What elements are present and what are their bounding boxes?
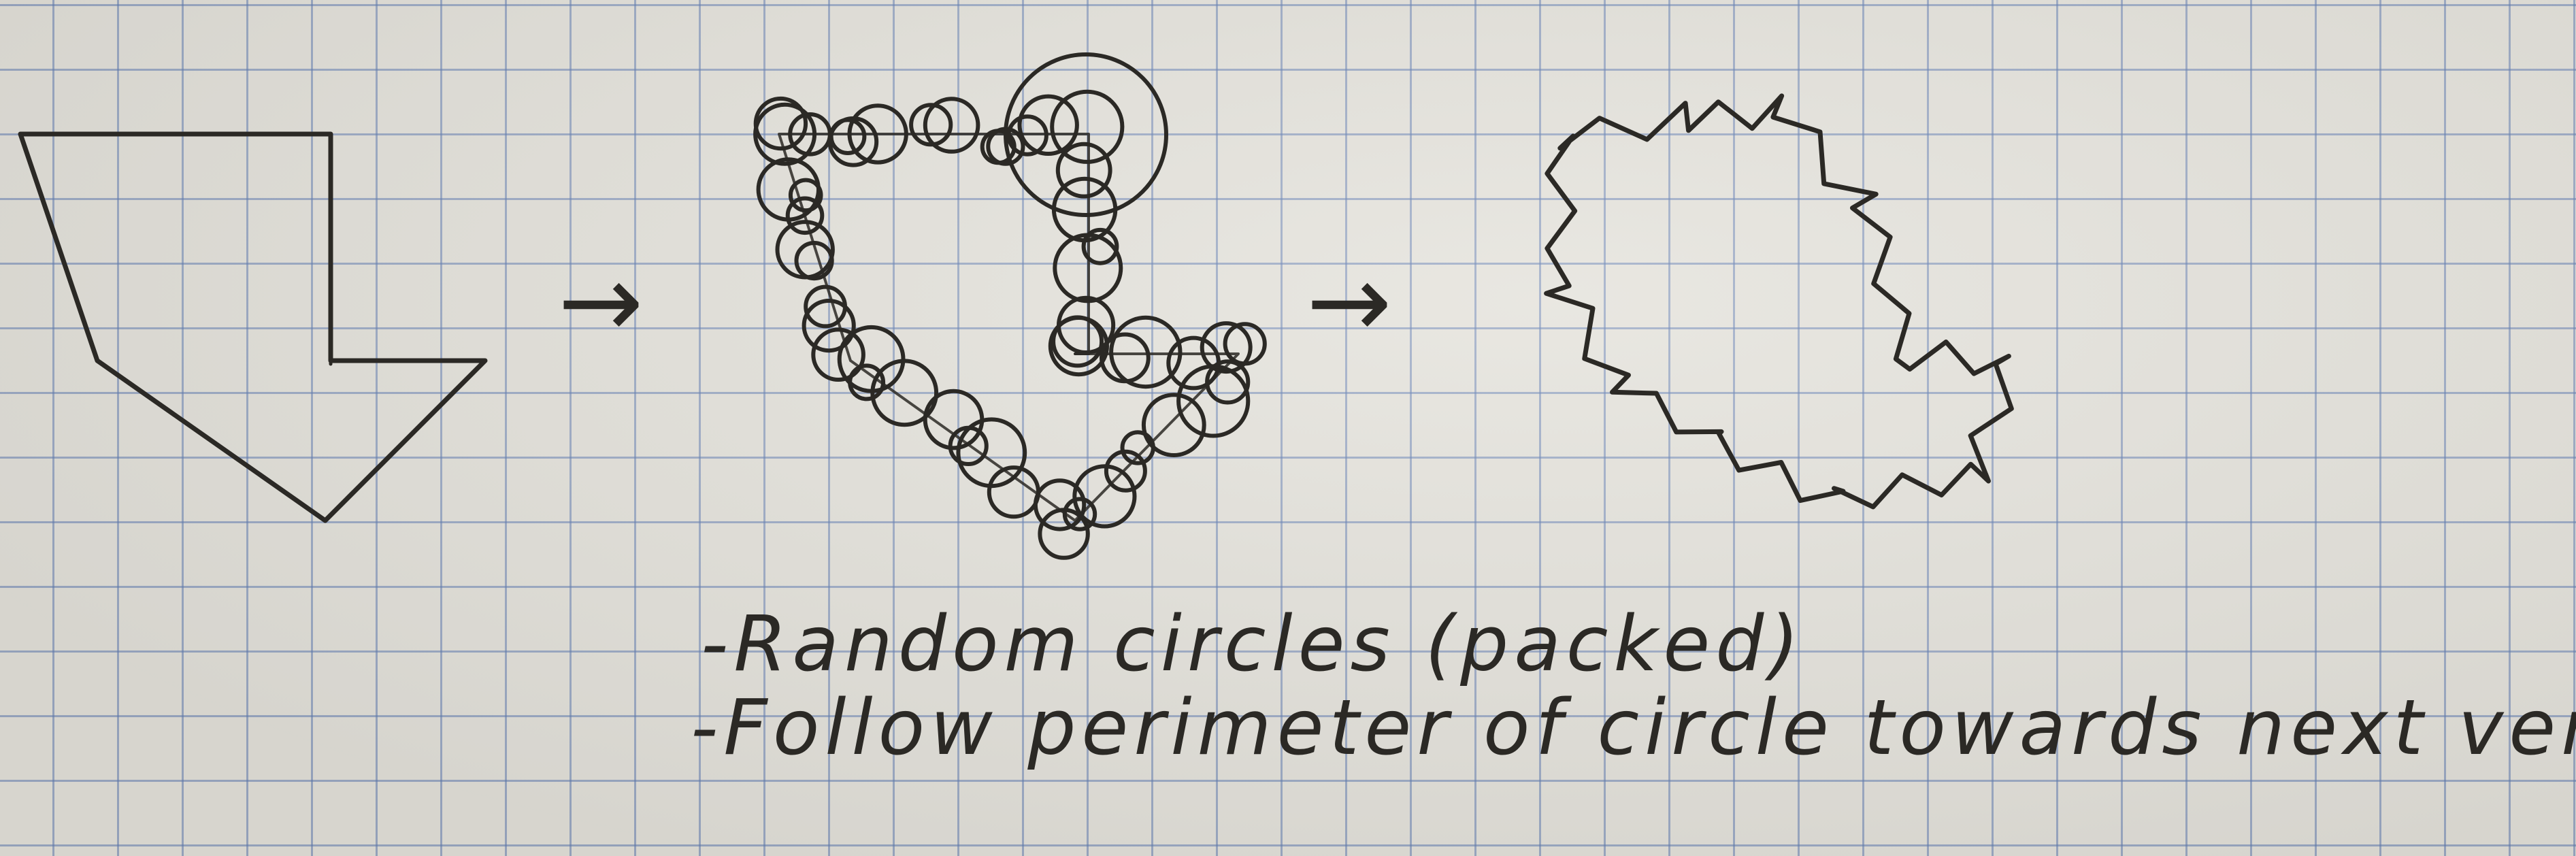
packed-circle: [1176, 364, 1251, 438]
packed-circle: [753, 102, 817, 166]
packed-circle: [1120, 430, 1155, 465]
packed-circle: [987, 465, 1041, 519]
packed-circle: [756, 157, 821, 222]
packed-circle: [1038, 508, 1090, 560]
packed-circle: [1053, 233, 1123, 303]
packed-circle: [1006, 114, 1048, 157]
packed-circle: [1100, 332, 1151, 384]
packed-circle: [923, 97, 980, 154]
packed-circle: [802, 299, 856, 353]
circle-cluster: [753, 52, 1267, 560]
guide-polygon: [778, 133, 1240, 522]
packed-circle: [1050, 89, 1125, 164]
packed-circle: [827, 116, 879, 167]
polygon-shape: [18, 131, 488, 523]
packed-circle: [847, 103, 908, 165]
packed-circle: [788, 178, 823, 213]
packed-circle: [1062, 497, 1097, 531]
packed-circle: [804, 284, 847, 329]
packed-circle: [1055, 142, 1112, 199]
wavy-outline: [1544, 93, 2014, 510]
packed-circle: [1072, 464, 1137, 529]
note-follow-perimeter: -Follow perimeter of circle towards next…: [691, 684, 2576, 772]
packed-circle: [1104, 449, 1147, 493]
packed-circle: [775, 220, 835, 280]
packed-circle: [1081, 227, 1119, 265]
packed-circle: [1205, 359, 1251, 405]
packed-circle: [837, 325, 906, 393]
arrow-right-1: →: [558, 243, 644, 361]
packed-circle: [1141, 393, 1206, 457]
packed-circle: [811, 327, 865, 382]
packed-circle: [785, 196, 825, 235]
large-circle: [1004, 52, 1168, 217]
packed-circle: [956, 417, 1027, 489]
packed-circle: [1223, 322, 1267, 366]
packed-circle: [1051, 315, 1104, 368]
packed-circle: [1200, 321, 1253, 374]
packed-circle: [1017, 94, 1079, 157]
packed-circle: [1166, 335, 1221, 391]
packed-circle: [1109, 315, 1183, 389]
packed-circles: [753, 52, 1267, 560]
note-random-circles: -Random circles (packed): [701, 600, 1804, 689]
arrow-right-2: →: [1306, 243, 1392, 361]
